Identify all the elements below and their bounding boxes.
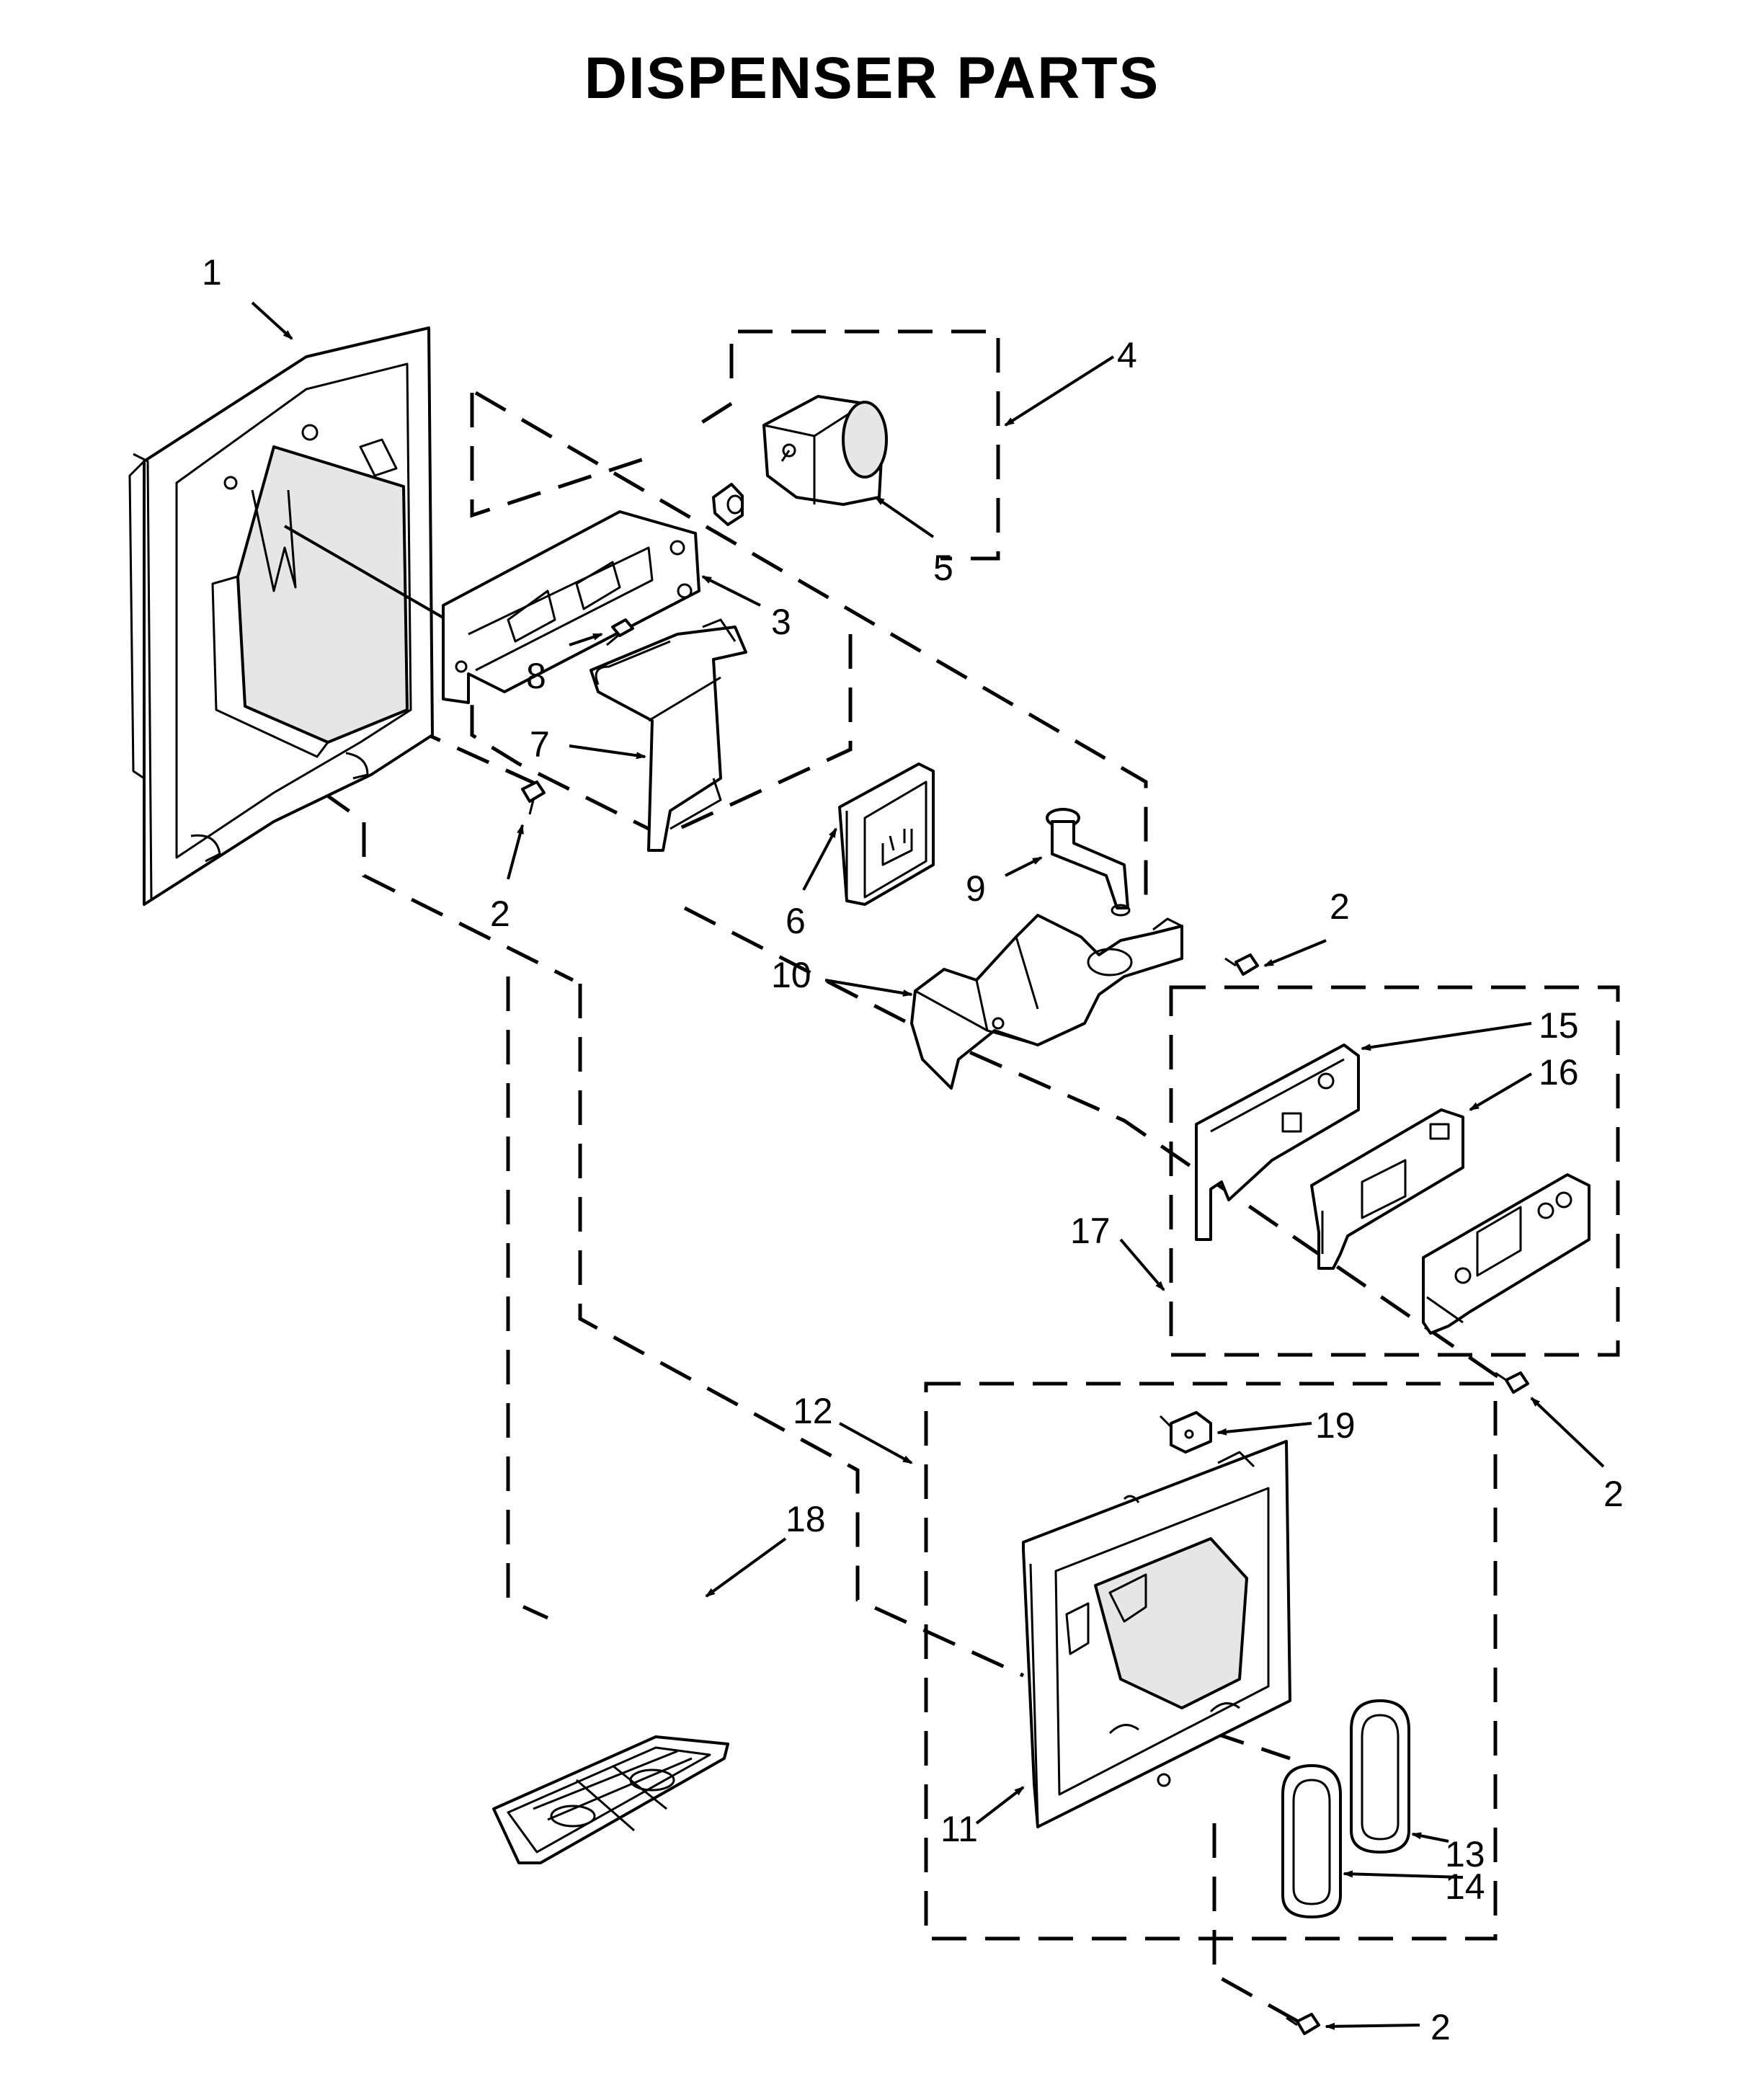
- part-13-paddle: [1350, 1699, 1410, 1854]
- part-17-control-panel: [1422, 1173, 1590, 1335]
- callout-7: 7: [530, 724, 550, 765]
- part-2-screw-c: [1495, 1371, 1529, 1394]
- part-16-control-board: [1310, 1108, 1464, 1270]
- part-6-dispenser-button: [838, 762, 935, 906]
- callout-16: 16: [1539, 1052, 1579, 1093]
- callout-14: 14: [1445, 1867, 1485, 1907]
- callout-2-right: 2: [1603, 1474, 1624, 1514]
- callout-6: 6: [786, 901, 806, 941]
- callout-2-chute: 2: [1330, 886, 1350, 927]
- part-2-screw-b: [1224, 953, 1259, 976]
- callout-13: 13: [1445, 1834, 1485, 1874]
- callout-1: 1: [202, 252, 222, 293]
- part-3-actuator-bracket: [442, 510, 700, 704]
- group-box-17: [1169, 985, 1620, 1357]
- part-2-screw-d: [1286, 2013, 1320, 2035]
- part-7-lever-paddle: [590, 618, 747, 852]
- group-box-4: [690, 329, 1000, 561]
- part-1-dispenser-housing: [128, 301, 448, 906]
- page-title: DISPENSER PARTS: [584, 45, 1160, 111]
- part-9-water-outlet: [1046, 808, 1131, 917]
- leader-arrows: [507, 355, 1605, 2030]
- callout-15: 15: [1539, 1005, 1579, 1046]
- group-box-12: [924, 1382, 1498, 1941]
- callout-18: 18: [786, 1499, 826, 1539]
- callout-2-bottom: 2: [1431, 2007, 1451, 2047]
- part-18-drip-tray: [492, 1735, 729, 1864]
- callout-3: 3: [771, 602, 791, 642]
- part-coupling: [712, 483, 744, 526]
- callout-8: 8: [526, 656, 546, 696]
- callout-17: 17: [1070, 1211, 1111, 1251]
- callout-9: 9: [966, 868, 986, 909]
- callout-2-left: 2: [490, 894, 510, 934]
- callout-4: 4: [1117, 335, 1137, 375]
- part-2-screw-a: [521, 780, 546, 815]
- part-5-motor: [762, 395, 888, 506]
- callout-labels: 1 2 2 2 2 3 4 5 6 7 8 9 10 11 12 13 14 1…: [202, 252, 1624, 2047]
- part-8-screw: [606, 618, 634, 646]
- callout-5: 5: [933, 548, 953, 588]
- part-15-board-bracket: [1195, 1044, 1360, 1241]
- part-14-paddle: [1281, 1764, 1342, 1918]
- callout-10: 10: [771, 955, 811, 995]
- part-19-switch: [1159, 1411, 1212, 1454]
- callout-11: 11: [940, 1809, 978, 1849]
- callout-19: 19: [1315, 1405, 1356, 1446]
- group-box-3-7-8: [470, 393, 853, 838]
- part-10-ice-chute: [910, 914, 1183, 1090]
- leader-1: [251, 301, 293, 340]
- callout-12: 12: [793, 1391, 833, 1431]
- part-11-front-housing: [1022, 1440, 1291, 1828]
